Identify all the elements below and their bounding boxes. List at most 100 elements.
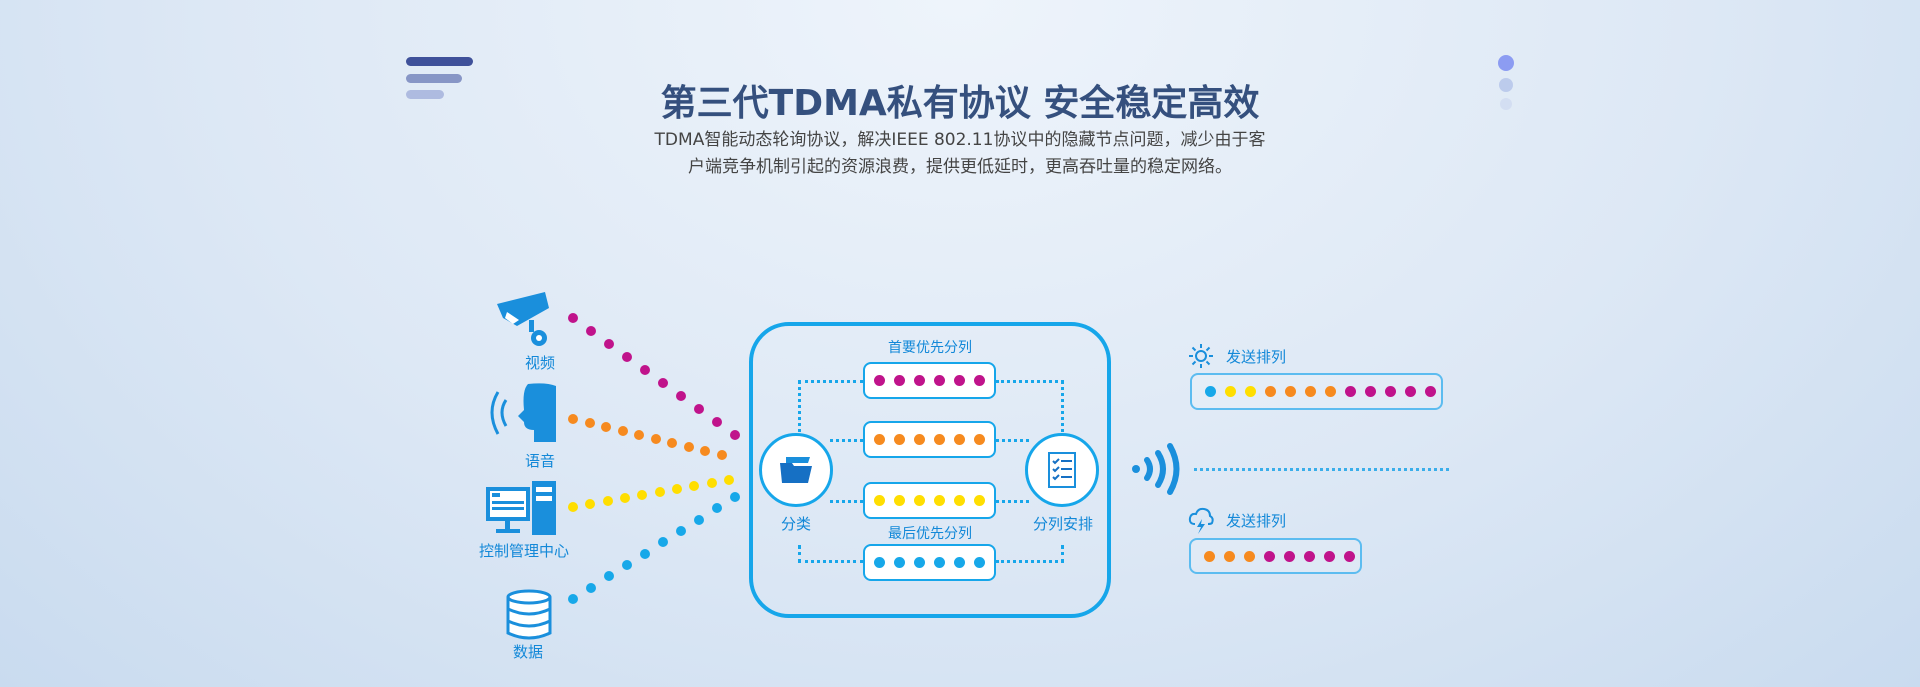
- queue-dot: [974, 434, 985, 445]
- checklist-icon: [1048, 452, 1076, 488]
- stream-dot: [585, 499, 596, 509]
- send-label-storm: 发送排列: [1226, 512, 1287, 530]
- queue-dot: [914, 495, 925, 506]
- speech-icon: [490, 383, 556, 442]
- queue-dot: [894, 434, 905, 445]
- stream-dot: [706, 478, 717, 488]
- sun-icon: [1189, 344, 1213, 368]
- camera-icon: [497, 292, 549, 346]
- source-label-video: 视频: [524, 354, 555, 372]
- stream-dot: [601, 422, 612, 432]
- queue-0: [863, 362, 996, 399]
- stream-dot: [658, 537, 668, 548]
- transmission-line: [1194, 468, 1449, 471]
- queue-dot: [934, 495, 945, 506]
- folder-icon: [780, 457, 812, 483]
- queue-dot: [914, 557, 925, 568]
- queue-dot: [974, 375, 985, 386]
- queue-dot: [894, 557, 905, 568]
- queue-dot: [894, 495, 905, 506]
- queue-dot: [894, 375, 905, 386]
- queue-dot: [954, 434, 965, 445]
- stream-dot: [622, 352, 632, 362]
- stream-dot: [637, 490, 648, 500]
- stream-dot: [586, 326, 596, 336]
- source-label-voice: 语音: [524, 452, 555, 470]
- queue-2: [863, 482, 996, 519]
- queue-dot: [914, 375, 925, 386]
- send-queue-0: [1190, 373, 1443, 410]
- stream-dot: [730, 430, 740, 440]
- queue-dot: [874, 557, 885, 568]
- wireless-signal-icon: [1132, 443, 1180, 495]
- queue-dot: [874, 495, 885, 506]
- packet-dot: [1345, 386, 1356, 397]
- subtitle-line-2: 户端竞争机制引起的资源浪费，提供更低延时，更高吞吐量的稳定网络。: [688, 157, 1232, 177]
- queue-dot: [974, 495, 985, 506]
- stream-dot: [700, 446, 711, 456]
- packet-dot: [1265, 386, 1276, 397]
- send-queue-1: [1189, 538, 1362, 574]
- stream-dot: [724, 475, 734, 485]
- stream-dot: [658, 378, 668, 388]
- packet-dot: [1284, 550, 1295, 562]
- stream-dot: [640, 548, 650, 559]
- stream-dot: [568, 502, 578, 512]
- queue-dot: [934, 375, 945, 386]
- stream-dot: [640, 365, 650, 375]
- stream-dot: [730, 492, 740, 502]
- queue-dot: [954, 557, 965, 568]
- computer-icon: [486, 481, 556, 535]
- stream-dot: [717, 450, 727, 460]
- queue-dot: [934, 434, 945, 445]
- stream-dot: [667, 438, 678, 448]
- stream-dot: [602, 496, 613, 506]
- classify-label: 分类: [780, 515, 811, 533]
- stream-dot: [683, 442, 694, 452]
- queue-dot: [934, 557, 945, 568]
- page-subtitle: TDMA智能动态轮询协议，解决IEEE 802.11协议中的隐藏节点问题，减少由…: [560, 127, 1360, 181]
- packet-dot: [1305, 386, 1316, 397]
- stream-dot: [586, 582, 596, 593]
- packet-dot: [1405, 386, 1416, 397]
- stream-dot: [672, 484, 682, 494]
- stream-dot: [712, 503, 722, 514]
- stream-dot: [620, 493, 630, 503]
- subtitle-line-1: TDMA智能动态轮询协议，解决IEEE 802.11协议中的隐藏节点问题，减少由…: [654, 130, 1266, 150]
- first-priority-label: 首要优先分列: [888, 340, 972, 356]
- packet-dot: [1204, 550, 1215, 562]
- packet-dot: [1385, 386, 1396, 397]
- source-label-control: 控制管理中心: [478, 542, 569, 560]
- send-label-sunny: 发送排列: [1226, 348, 1287, 366]
- arrange-node: [1025, 433, 1099, 507]
- queue-3: [863, 544, 996, 581]
- stream-dot: [676, 526, 686, 536]
- packet-dot: [1264, 550, 1275, 562]
- stream-dot: [604, 571, 614, 582]
- stream-dot: [568, 313, 578, 323]
- packet-dot: [1224, 550, 1235, 562]
- stream-dot: [634, 430, 645, 440]
- packet-dot: [1425, 386, 1436, 397]
- stream-dot: [676, 391, 686, 401]
- queue-dot: [874, 434, 885, 445]
- queue-1: [863, 421, 996, 458]
- stream-dot: [584, 418, 595, 428]
- stream-dot: [622, 560, 632, 570]
- scheduler-box: [749, 322, 1111, 618]
- packet-dot: [1365, 386, 1376, 397]
- stream-dot: [694, 514, 704, 525]
- source-label-data: 数据: [512, 643, 543, 661]
- packet-dot: [1324, 550, 1335, 562]
- last-priority-label: 最后优先分列: [888, 526, 972, 542]
- queue-dot: [974, 557, 985, 568]
- stream-dot: [617, 426, 628, 436]
- stream-dot: [654, 487, 665, 497]
- packet-dot: [1344, 550, 1355, 562]
- stream-dot: [689, 481, 700, 491]
- queue-dot: [874, 375, 885, 386]
- stream-dot: [604, 339, 614, 349]
- packet-dot: [1245, 386, 1256, 397]
- packet-dot: [1304, 550, 1315, 562]
- database-icon: [506, 589, 552, 640]
